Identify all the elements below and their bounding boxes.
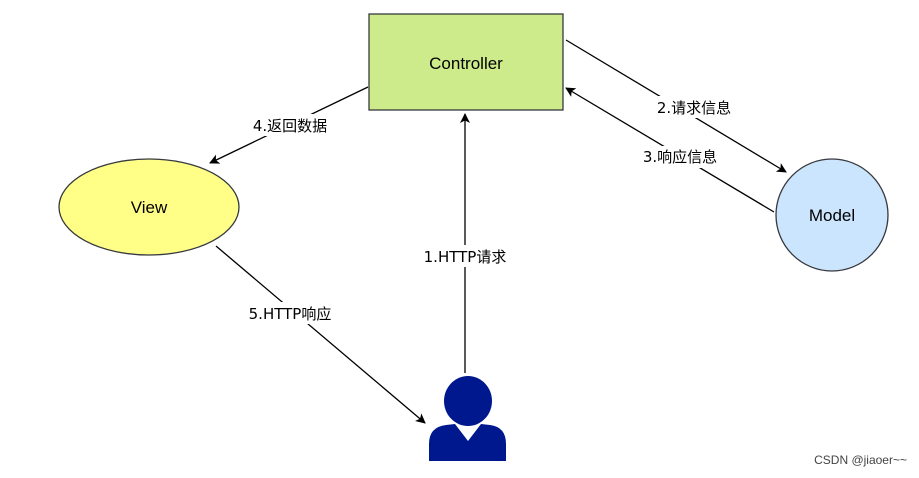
user-icon-head xyxy=(444,376,492,426)
edge-label-response-info: 3.响应信息 xyxy=(643,148,717,166)
edge-label-return-data: 4.返回数据 xyxy=(253,117,327,135)
edge-label-http-response: 5.HTTP响应 xyxy=(249,305,332,323)
user-icon-body xyxy=(429,424,506,461)
edge-label-bg-request-info xyxy=(645,96,745,118)
controller-label: Controller xyxy=(429,54,503,73)
view-node xyxy=(58,158,240,256)
edge-label-bg-return-data xyxy=(240,114,340,136)
edge-label-bg-response-info xyxy=(631,146,731,168)
edge-http-response xyxy=(215,245,426,424)
watermark: CSDN @jiaoer~~ xyxy=(814,453,907,467)
user-icon xyxy=(429,376,506,461)
edge-label-bg-http-response xyxy=(238,302,342,324)
controller-node xyxy=(368,13,564,111)
model-label: Model xyxy=(809,206,855,225)
edge-label-request-info: 2.请求信息 xyxy=(657,99,731,117)
model-node xyxy=(775,158,889,272)
edge-label-bg-http-request xyxy=(414,245,516,267)
edge-label-http-request: 1.HTTP请求 xyxy=(424,248,507,266)
view-label: View xyxy=(131,198,168,217)
